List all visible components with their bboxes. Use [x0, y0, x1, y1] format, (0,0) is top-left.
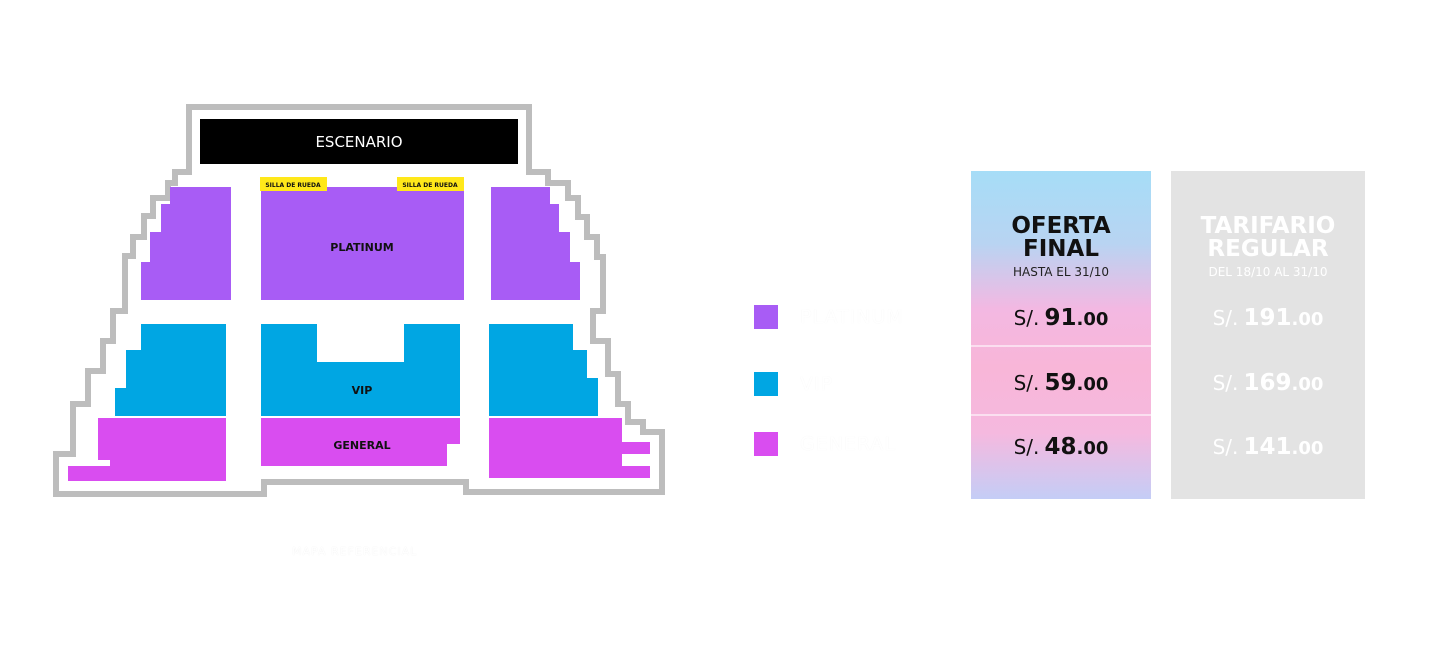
zone-vip-center[interactable] — [261, 324, 460, 416]
offer-title: OFERTA FINAL — [1011, 213, 1111, 262]
legend-label-general: GENERAL — [800, 433, 896, 455]
wheelchair-label-right: SILLA DE RUEDA — [402, 182, 458, 189]
zone-platinum-center[interactable] — [261, 187, 464, 300]
regular-price-column: TARIFARIO REGULAR DEL 18/10 AL 31/10 S/.… — [1171, 171, 1365, 499]
offer-divider — [971, 414, 1151, 416]
regular-price-vip: S/. 169.00 — [1212, 370, 1324, 396]
map-caption: MAPA REFERENCIAL — [292, 545, 418, 558]
zone-general-center[interactable] — [261, 418, 460, 466]
zone-platinum-right[interactable] — [491, 187, 580, 300]
legend-item-vip: VIP — [754, 372, 833, 396]
zone-platinum-label: PLATINUM — [330, 241, 393, 254]
legend-item-general: GENERAL — [754, 432, 896, 456]
venue-outline — [53, 104, 665, 497]
stage — [200, 119, 518, 164]
regular-price-platinum: S/. 191.00 — [1212, 305, 1324, 331]
offer-price-platinum: S/. 91.00 — [1013, 305, 1109, 331]
offer-subtitle: HASTA EL 31/10 — [1013, 265, 1109, 279]
legend-label-vip: VIP — [800, 373, 834, 395]
regular-title: TARIFARIO REGULAR — [1200, 213, 1336, 262]
offer-divider — [971, 345, 1151, 347]
regular-price-general: S/. 141.00 — [1212, 434, 1324, 460]
general-swatch — [754, 432, 778, 456]
zone-vip-left[interactable] — [115, 324, 226, 416]
offer-price-vip: S/. 59.00 — [1013, 370, 1109, 396]
zone-vip-right[interactable] — [489, 324, 598, 416]
seating-map: ESCENARIO PLATINUM SILLA DE RUEDA SILLA … — [53, 104, 665, 497]
zone-general-right[interactable] — [489, 418, 650, 478]
legend-label-platinum: PLATINUM — [800, 306, 904, 328]
wheelchair-label-left: SILLA DE RUEDA — [265, 182, 321, 189]
platinum-swatch — [754, 305, 778, 329]
offer-price-column: OFERTA FINAL HASTA EL 31/10 S/. 91.00 S/… — [971, 171, 1151, 499]
zone-general-label: GENERAL — [333, 439, 390, 452]
zone-platinum-left[interactable] — [141, 187, 231, 300]
wheelchair-spot-left[interactable] — [260, 177, 327, 191]
offer-price-general: S/. 48.00 — [1013, 434, 1109, 460]
zone-vip-label: VIP — [352, 384, 373, 397]
wheelchair-spot-right[interactable] — [397, 177, 464, 191]
stage-label: ESCENARIO — [315, 133, 402, 151]
legend-item-platinum: PLATINUM — [754, 305, 904, 329]
zone-general-left[interactable] — [68, 418, 226, 481]
vip-swatch — [754, 372, 778, 396]
regular-subtitle: DEL 18/10 AL 31/10 — [1208, 265, 1328, 279]
